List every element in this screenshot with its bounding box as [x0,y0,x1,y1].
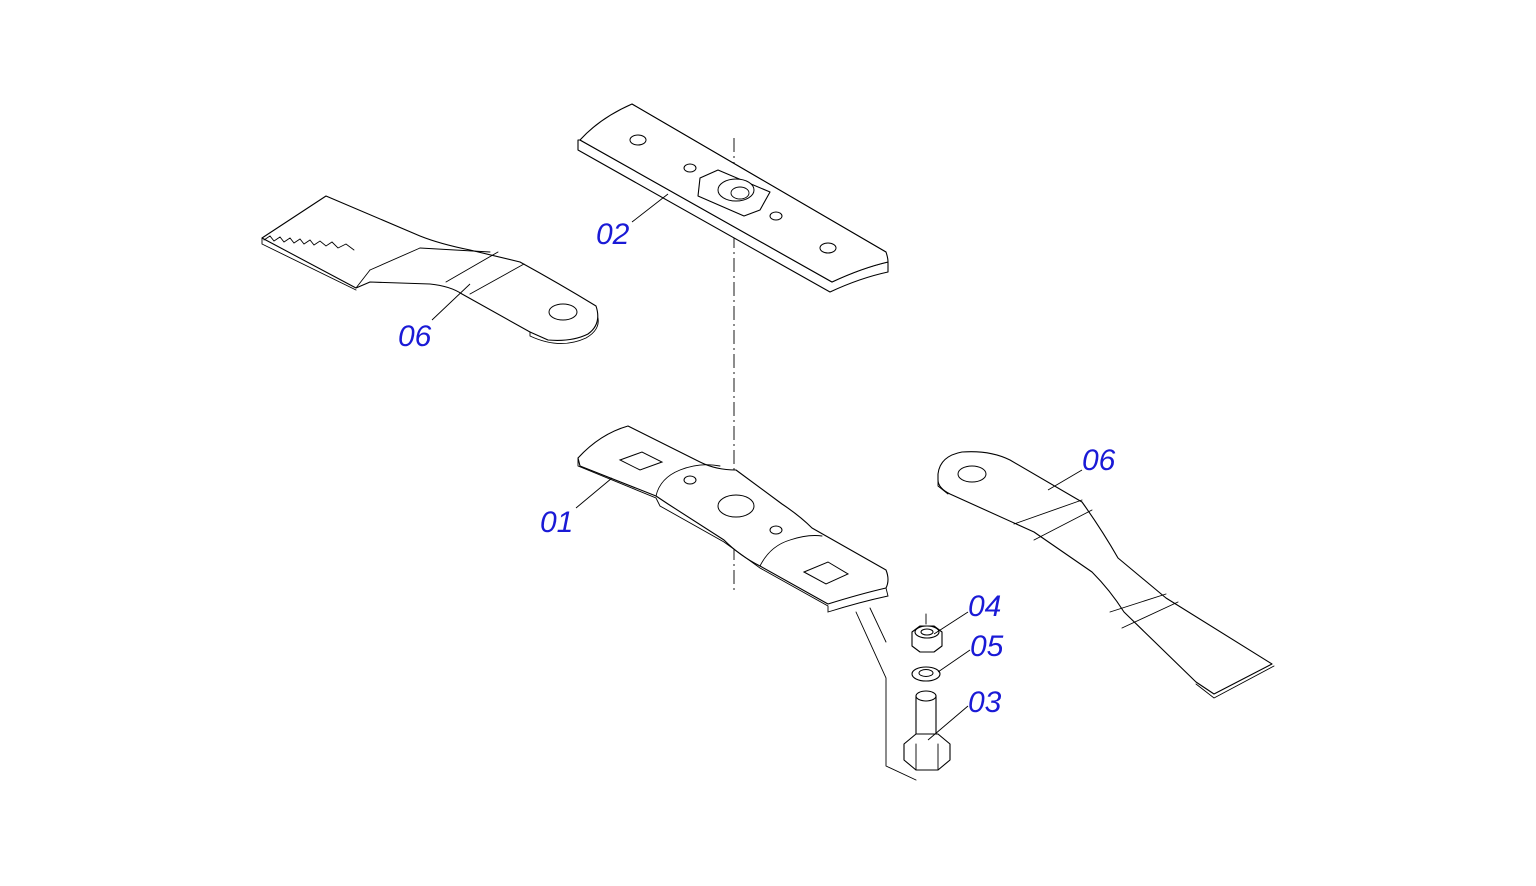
blade-mount-hole [957,465,987,483]
blade-carrier-part [577,425,917,781]
bolt-part [903,690,951,771]
callout-06-left: 06 [398,320,432,353]
plate-hole [683,163,697,173]
plate-hole [629,134,647,146]
callout-06-right: 06 [1082,444,1116,477]
leader-06b [1047,469,1083,491]
carrier-center-hole [717,494,755,518]
callout-04: 04 [968,590,1001,623]
leader-02 [631,193,669,223]
lock-nut-part [911,613,943,653]
leader-05 [937,649,971,673]
callout-03: 03 [968,686,1002,719]
leader-01 [575,477,613,509]
square-hole [802,561,850,585]
washer-part [911,666,941,682]
upper-plate-part [577,103,889,293]
callout-05: 05 [970,630,1004,663]
carrier-pin-hole [683,475,697,485]
plate-hole [769,211,783,221]
leader-06a [431,283,471,321]
left-blade-part [261,195,599,344]
hub-hole [717,178,755,202]
callout-02: 02 [596,218,630,251]
callout-01: 01 [540,506,573,539]
carrier-pin-hole [769,525,783,535]
leader-03 [927,705,969,741]
plate-hole [819,242,837,254]
blade-mount-hole [548,303,578,321]
leader-04 [933,611,969,635]
right-blade-part [937,451,1275,699]
square-hole [618,451,664,471]
